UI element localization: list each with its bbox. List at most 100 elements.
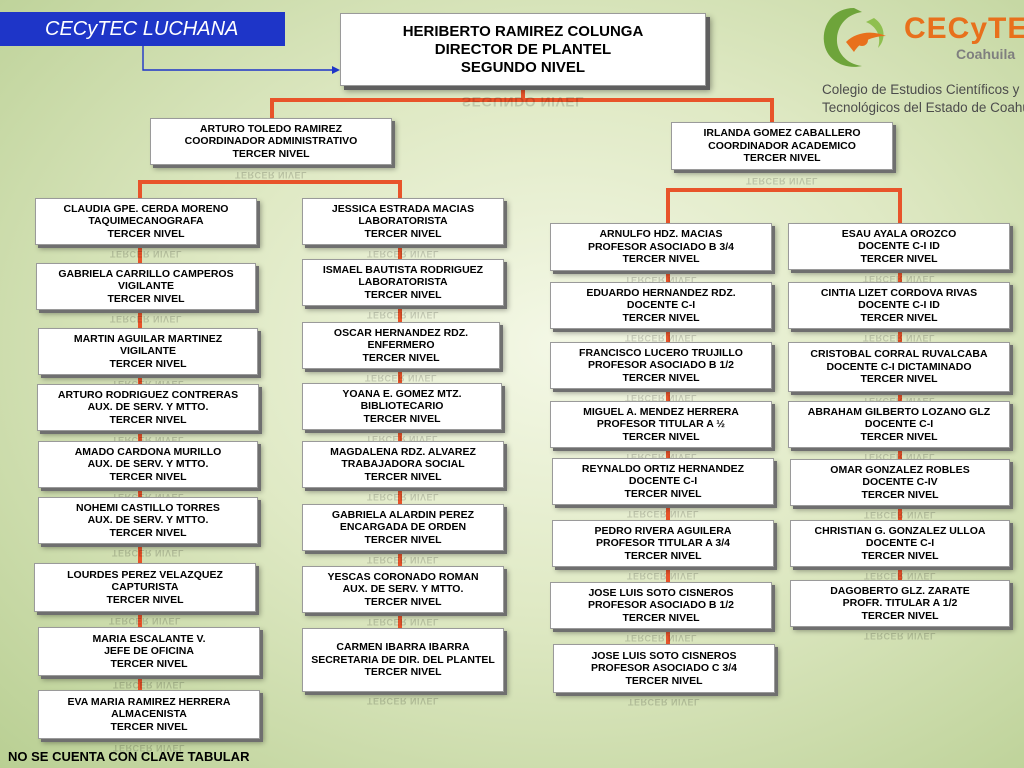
reflection: TERCER NIVEL [234, 170, 307, 180]
node-level: TERCER NIVEL [861, 488, 939, 501]
node-level: TERCER NIVEL [625, 674, 703, 687]
node-name: ARNULFO HDZ. MACIAS [599, 228, 723, 241]
node-role: PROFESOR TITULAR A 3/4 [596, 537, 730, 550]
node-name: REYNALDO ORTIZ HERNANDEZ [581, 462, 745, 475]
node-role: ENFERMERO [367, 339, 435, 352]
node-level: TERCER NIVEL [861, 549, 939, 562]
node-name: ARTURO TOLEDO RAMIREZ [199, 122, 343, 135]
node-level: TERCER NIVEL [622, 371, 700, 384]
cecyte-logo: CECyTE Coahuila Colegio de Estudios Cien… [816, 2, 1024, 120]
node-role: DOCENTE C-IV [862, 476, 938, 489]
node-role: PROFR. TITULAR A 1/2 [842, 597, 958, 610]
node-role: DOCENTE C-I [626, 299, 696, 312]
node-role: PROFESOR ASOCIADO B 1/2 [587, 599, 735, 612]
node-name: CHRISTIAN G. GONZALEZ ULLOA [814, 524, 986, 537]
node-name: OSCAR HERNANDEZ RDZ. [333, 326, 469, 339]
node-role: DOCENTE C-I DICTAMINADO [826, 360, 972, 373]
node-level: TERCER NIVEL [109, 413, 187, 426]
node-role: LABORATORISTA [358, 215, 448, 228]
reflection: TERCER NIVEL [626, 509, 699, 519]
node-name: ABRAHAM GILBERTO LOZANO GLZ [807, 405, 991, 418]
reflection: TERCER NIVEL [366, 555, 439, 565]
node-role: LABORATORISTA [358, 276, 448, 289]
node-name: GABRIELA CARRILLO CAMPEROS [58, 267, 234, 280]
node-role: ENCARGADA DE ORDEN [339, 521, 467, 534]
reflection: TERCER NIVEL [366, 617, 439, 627]
logo-brand-text: CECyTE [904, 12, 1024, 45]
node-role: VIGILANTE [117, 280, 174, 293]
node-name: ESAU AYALA OROZCO [841, 227, 957, 240]
node-name: NOHEMI CASTILLO TORRES [76, 501, 220, 514]
node-level: SEGUNDO NIVEL [460, 58, 586, 76]
node-level: TERCER NIVEL [232, 147, 310, 160]
node-level: TERCER NIVEL [860, 311, 938, 324]
reflection: TERCER NIVEL [109, 314, 182, 324]
node-level: TERCER NIVEL [110, 720, 188, 733]
node-name: YOANA E. GOMEZ MTZ. [342, 387, 462, 400]
node-level: TERCER NIVEL [109, 357, 187, 370]
node-name: CINTIA LIZET CORDOVA RIVAS [820, 286, 978, 299]
node-level: TERCER NIVEL [860, 373, 938, 386]
reflection: TERCER NIVEL [112, 680, 185, 690]
node-role: ALMACENISTA [111, 708, 187, 721]
node-role: DIRECTOR DE PLANTEL [434, 40, 612, 58]
node-role: PROFESOR TITULAR A ½ [596, 418, 726, 431]
node-name: JOSE LUIS SOTO CISNEROS [591, 649, 737, 662]
node-name: CRISTOBAL CORRAL RUVALCABA [810, 348, 988, 361]
node-name: CARMEN IBARRA IBARRA [336, 641, 470, 654]
node-level: TERCER NIVEL [362, 351, 440, 364]
node-name: GABRIELA ALARDIN PEREZ [331, 508, 475, 521]
node-role: DOCENTE C-I [865, 537, 935, 550]
reflection: TERCER NIVEL [863, 510, 936, 520]
reflection: TERCER NIVEL [627, 697, 700, 707]
node-name: LOURDES PEREZ VELAZQUEZ [67, 568, 223, 581]
reflection: TERCER NIVEL [745, 176, 818, 186]
node-name: ARTURO RODRIGUEZ CONTRERAS [57, 388, 239, 401]
node-level: TERCER NIVEL [622, 611, 700, 624]
campus-label: CECyTEC LUCHANA [0, 12, 285, 46]
node-level: TERCER NIVEL [107, 292, 185, 305]
reflection: TERCER NIVEL [366, 492, 439, 502]
node-role: DOCENTE C-I [864, 418, 934, 431]
node-role: PROFESOR ASOCIADO B 3/4 [587, 240, 735, 253]
node-level: TERCER NIVEL [860, 430, 938, 443]
node-level: TERCER NIVEL [107, 227, 185, 240]
node-level: TERCER NIVEL [861, 609, 939, 622]
node-role: BIBLIOTECARIO [360, 400, 444, 413]
node-name: EVA MARIA RAMIREZ HERRERA [67, 695, 231, 708]
reflection: TERCER NIVEL [863, 631, 936, 641]
node-level: TERCER NIVEL [622, 253, 700, 266]
node-level: TERCER NIVEL [109, 470, 187, 483]
node-role: AUX. DE SERV. Y MTTO. [87, 458, 209, 471]
node-level: TERCER NIVEL [364, 470, 442, 483]
node-name: EDUARDO HERNANDEZ RDZ. [586, 286, 736, 299]
node-role: SECRETARIA DE DIR. DEL PLANTEL [311, 653, 495, 666]
node-role: PROFESOR ASOCIADO C 3/4 [590, 662, 738, 675]
node-level: TERCER NIVEL [364, 595, 442, 608]
node-level: TERCER NIVEL [364, 227, 442, 240]
reflection: TERCER NIVEL [108, 616, 181, 626]
node-role: DOCENTE C-I [628, 475, 698, 488]
reflection: TERCER NIVEL [366, 696, 439, 706]
node-level: TERCER NIVEL [624, 549, 702, 562]
node-level: TERCER NIVEL [364, 533, 442, 546]
reflection: TERCER NIVEL [366, 249, 439, 259]
node-level: TERCER NIVEL [364, 288, 442, 301]
